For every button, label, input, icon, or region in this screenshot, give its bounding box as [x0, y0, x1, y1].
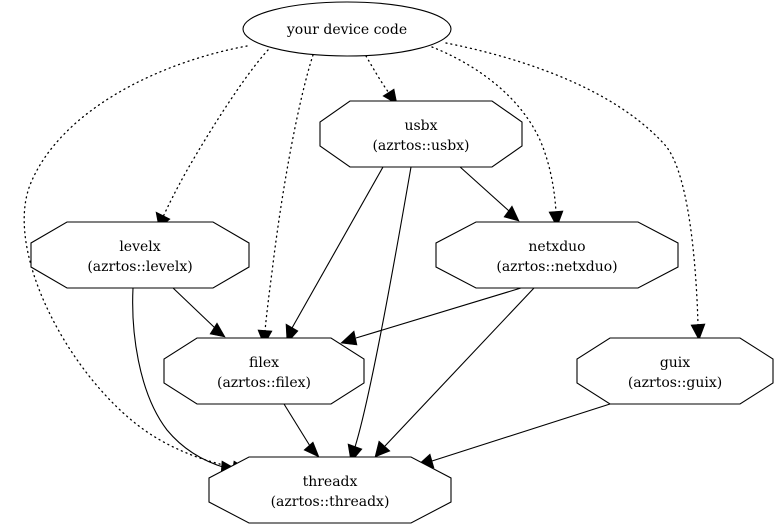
node-netxduo-shape	[435, 221, 679, 289]
node-usbx-label-line1: usbx	[404, 118, 437, 134]
node-threadx-label-line1: threadx	[303, 474, 358, 490]
node-your-device-code-label-line1: your device code	[286, 22, 407, 38]
node-usbx-label-line2: (azrtos::usbx)	[372, 138, 469, 154]
node-netxduo-label-line1: netxduo	[528, 239, 585, 255]
node-threadx-label-line2: (azrtos::threadx)	[271, 494, 390, 510]
node-layer: your device code usbx (azrtos::usbx) lev…	[30, 1, 774, 524]
node-threadx-shape	[208, 456, 452, 524]
node-netxduo-label-line2: (azrtos::netxduo)	[496, 259, 617, 275]
edge-device-to-guix	[445, 42, 706, 341]
node-guix[interactable]: guix (azrtos::guix)	[576, 337, 774, 405]
edge-netxduo-to-threadx	[374, 287, 535, 458]
edge-usbx-to-netxduo	[458, 165, 520, 222]
edge-usbx-to-filex	[285, 166, 384, 344]
node-threadx[interactable]: threadx (azrtos::threadx)	[208, 456, 452, 524]
node-filex-label-line2: (azrtos::filex)	[217, 375, 311, 391]
edge-layer	[23, 42, 706, 476]
node-your-device-code[interactable]: your device code	[242, 1, 452, 57]
node-levelx-label-line2: (azrtos::levelx)	[87, 259, 192, 275]
edge-netxduo-to-filex	[340, 287, 522, 346]
node-filex-label-line1: filex	[249, 355, 279, 371]
edge-device-to-levelx	[155, 49, 269, 229]
node-filex[interactable]: filex (azrtos::filex)	[163, 337, 365, 405]
node-levelx-shape	[30, 221, 250, 289]
node-usbx[interactable]: usbx (azrtos::usbx)	[319, 100, 523, 168]
edge-filex-to-threadx	[283, 403, 320, 458]
node-filex-shape	[163, 337, 365, 405]
node-guix-shape	[576, 337, 774, 405]
edge-device-to-filex	[257, 54, 314, 346]
node-netxduo[interactable]: netxduo (azrtos::netxduo)	[435, 221, 679, 289]
edge-device-to-usbx	[365, 55, 398, 105]
node-your-device-code-shape	[242, 1, 452, 57]
edge-device-to-netxduo	[431, 46, 564, 228]
node-guix-label-line1: guix	[660, 355, 690, 371]
node-levelx-label-line1: levelx	[119, 239, 160, 255]
edge-levelx-to-filex	[171, 286, 226, 338]
node-usbx-shape	[319, 100, 523, 168]
node-levelx[interactable]: levelx (azrtos::levelx)	[30, 221, 250, 289]
edge-guix-to-threadx	[417, 403, 611, 469]
node-guix-label-line2: (azrtos::guix)	[628, 375, 722, 391]
